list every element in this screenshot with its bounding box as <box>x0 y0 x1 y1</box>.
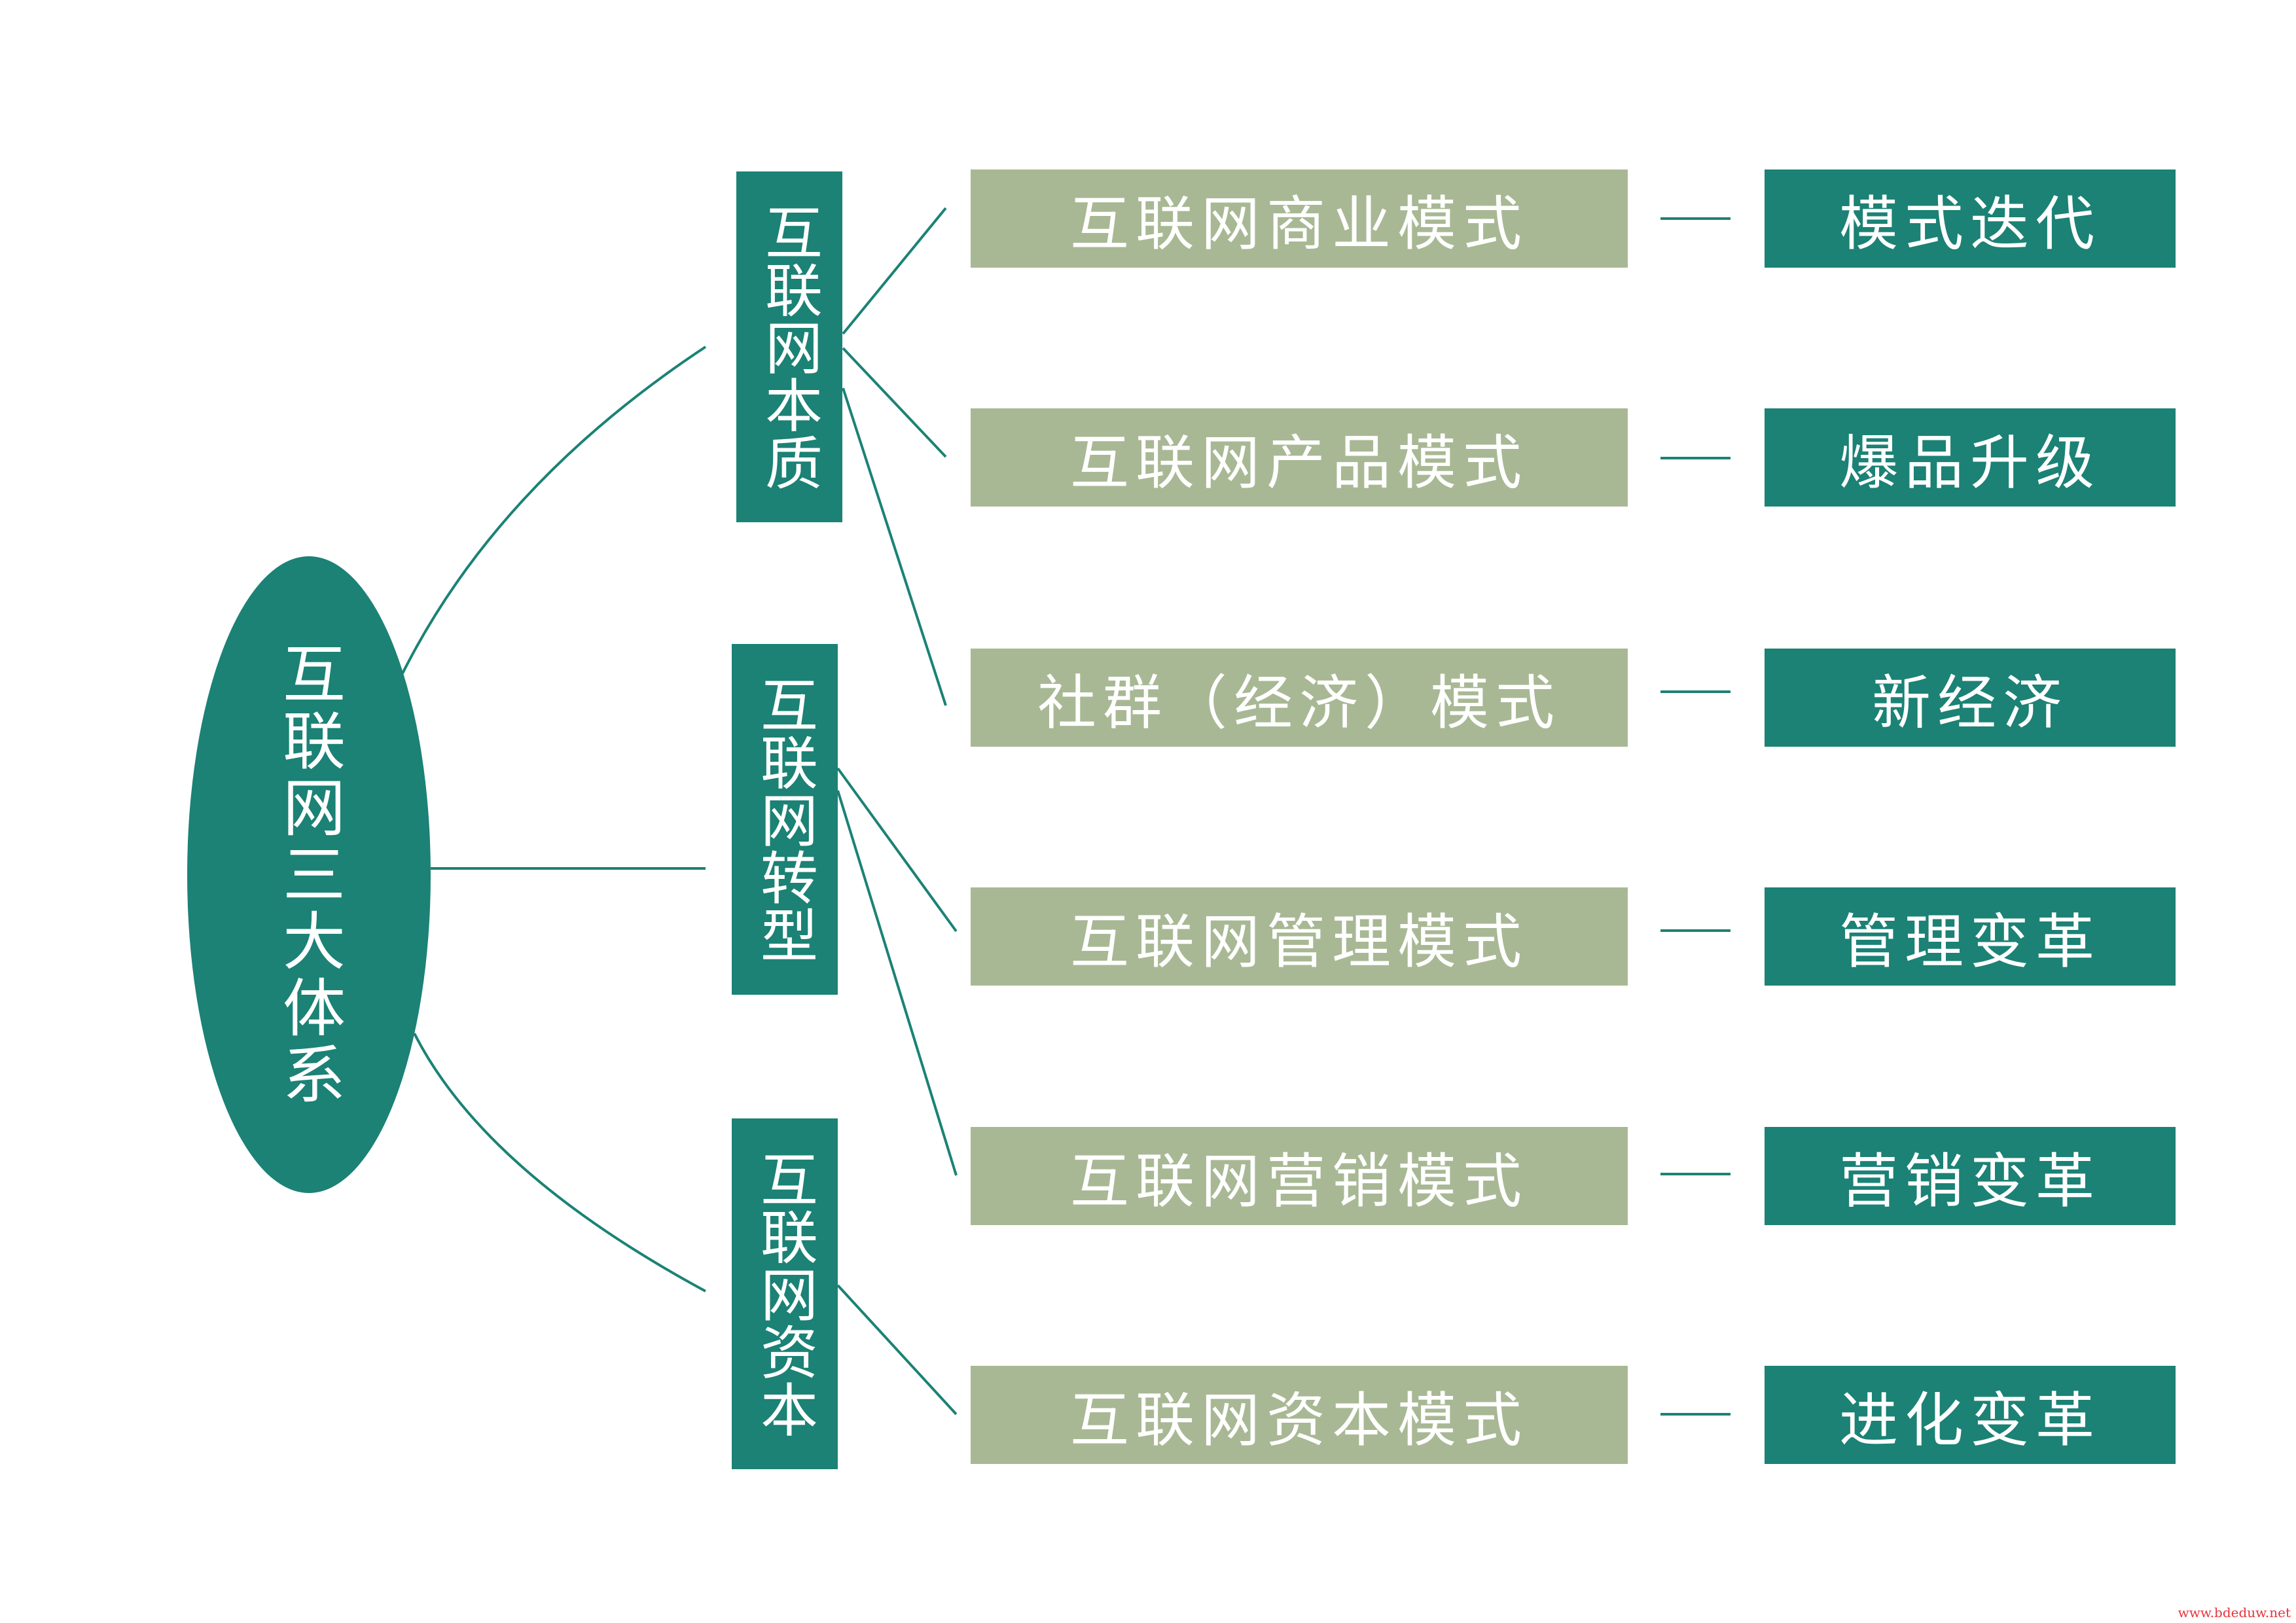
mode-node-community: 社群（经济）模式 <box>971 649 1628 747</box>
connector-root-l2-3 <box>413 1033 706 1293</box>
connector-l2-1-row2 <box>842 347 947 458</box>
level2-label: 互联网本质 <box>755 203 823 491</box>
result-node-4: 管理变革 <box>1765 887 2176 986</box>
mode-node-business: 互联网商业模式 <box>971 169 1628 268</box>
watermark: www.bdeduw.net <box>2178 1605 2291 1620</box>
mode-node-capital: 互联网资本模式 <box>971 1366 1628 1464</box>
mode-node-management: 互联网管理模式 <box>971 887 1628 986</box>
result-node-5: 营销变革 <box>1765 1127 2176 1225</box>
level2-label: 互联网资本 <box>751 1150 819 1438</box>
connector-root-l2-1 <box>401 346 707 674</box>
connector-l2-1-row1 <box>842 207 947 335</box>
result-node-2: 爆品升级 <box>1765 408 2176 507</box>
result-node-1: 模式迭代 <box>1765 169 2176 268</box>
level2-node-essence: 互联网本质 <box>736 171 842 522</box>
result-node-3: 新经济 <box>1765 649 2176 747</box>
root-label: 互联网三大体系 <box>272 641 346 1109</box>
level2-node-transformation: 互联网转型 <box>732 644 838 995</box>
root-node: 互联网三大体系 <box>187 556 431 1193</box>
mode-node-product: 互联网产品模式 <box>971 408 1628 507</box>
connector-l2-1-row3 <box>842 387 947 706</box>
result-node-6: 进化变革 <box>1765 1366 2176 1464</box>
level2-label: 互联网转型 <box>751 675 819 963</box>
connector-l2-3-row6 <box>836 1284 958 1416</box>
connector-l2-2-row4 <box>836 767 958 933</box>
mode-node-marketing: 互联网营销模式 <box>971 1127 1628 1225</box>
connector-l2-2-row5 <box>836 790 958 1176</box>
level2-node-capital: 互联网资本 <box>732 1118 838 1469</box>
